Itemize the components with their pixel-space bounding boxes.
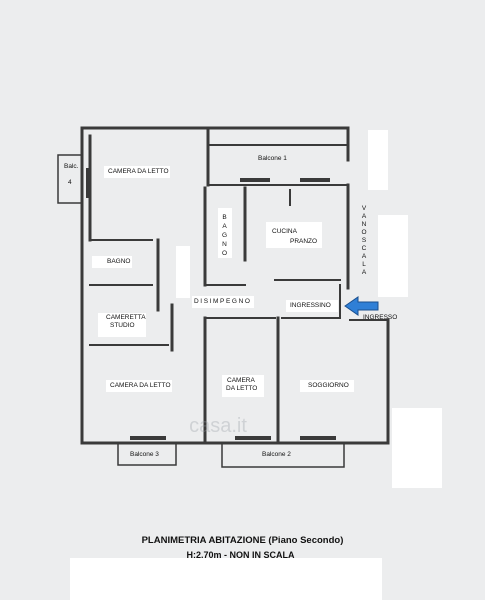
balcone3 bbox=[117, 442, 177, 466]
redaction-patch bbox=[392, 408, 442, 488]
label-patch bbox=[92, 256, 132, 268]
window-mark bbox=[300, 436, 336, 440]
room-camera-mid-1: CAMERA bbox=[227, 377, 255, 384]
label-patch bbox=[222, 375, 264, 397]
label-patch bbox=[218, 208, 232, 258]
watermark: casa.it bbox=[189, 415, 247, 437]
room-camera-mid-2: DA LETTO bbox=[226, 385, 258, 392]
room-soggiorno: SOGGIORNO bbox=[308, 382, 349, 389]
label-patch bbox=[266, 222, 322, 248]
room-camera-sw: CAMERA DA LETTO bbox=[110, 382, 171, 389]
balcone2 bbox=[221, 442, 345, 468]
window-mark bbox=[300, 178, 330, 182]
outer-wall bbox=[80, 126, 350, 162]
room-camera-nw: CAMERA DA LETTO bbox=[108, 168, 169, 175]
redaction-patch bbox=[378, 215, 408, 297]
label-patch bbox=[106, 380, 172, 392]
label-balcone1: Balcone 1 bbox=[258, 155, 287, 162]
balcone4 bbox=[57, 154, 83, 204]
room-cameretta: CAMERETTA bbox=[106, 314, 146, 321]
plan-title: PLANIMETRIA ABITAZIONE (Piano Secondo) bbox=[141, 535, 344, 546]
redaction-patch bbox=[70, 558, 382, 600]
room-ingressino: INGRESSINO bbox=[290, 302, 331, 309]
label-ingresso: INGRESSO bbox=[363, 314, 398, 321]
label-patch bbox=[286, 300, 338, 312]
room-cucina: CUCINA bbox=[272, 228, 297, 235]
window-mark bbox=[240, 178, 270, 182]
room-studio: STUDIO bbox=[110, 322, 135, 329]
label-balc4-a: Balc. bbox=[64, 163, 79, 170]
room-vano-scala: V A N O S C A L A bbox=[361, 205, 367, 276]
label-balcone2: Balcone 2 bbox=[262, 451, 291, 458]
room-bagno-vertical: B A G N O bbox=[221, 214, 228, 257]
label-patch bbox=[300, 380, 354, 392]
room-disimpegno: DISIMPEGNO bbox=[194, 298, 252, 305]
label-balcone3: Balcone 3 bbox=[130, 451, 159, 458]
plan-subtitle: H:2.70m - NON IN SCALA bbox=[186, 550, 295, 560]
entrance-arrow-icon bbox=[344, 296, 379, 316]
label-patch bbox=[192, 296, 254, 308]
window-mark bbox=[86, 168, 89, 198]
label-patch bbox=[104, 166, 170, 178]
label-patch bbox=[98, 313, 146, 337]
room-pranzo: PRANZO bbox=[290, 238, 318, 245]
window-mark bbox=[235, 436, 271, 440]
room-bagno-w: BAGNO bbox=[107, 258, 131, 265]
redaction-patch bbox=[176, 246, 190, 298]
label-balc4-b: 4 bbox=[68, 179, 72, 186]
redaction-patch bbox=[368, 130, 388, 190]
window-mark bbox=[130, 436, 166, 440]
